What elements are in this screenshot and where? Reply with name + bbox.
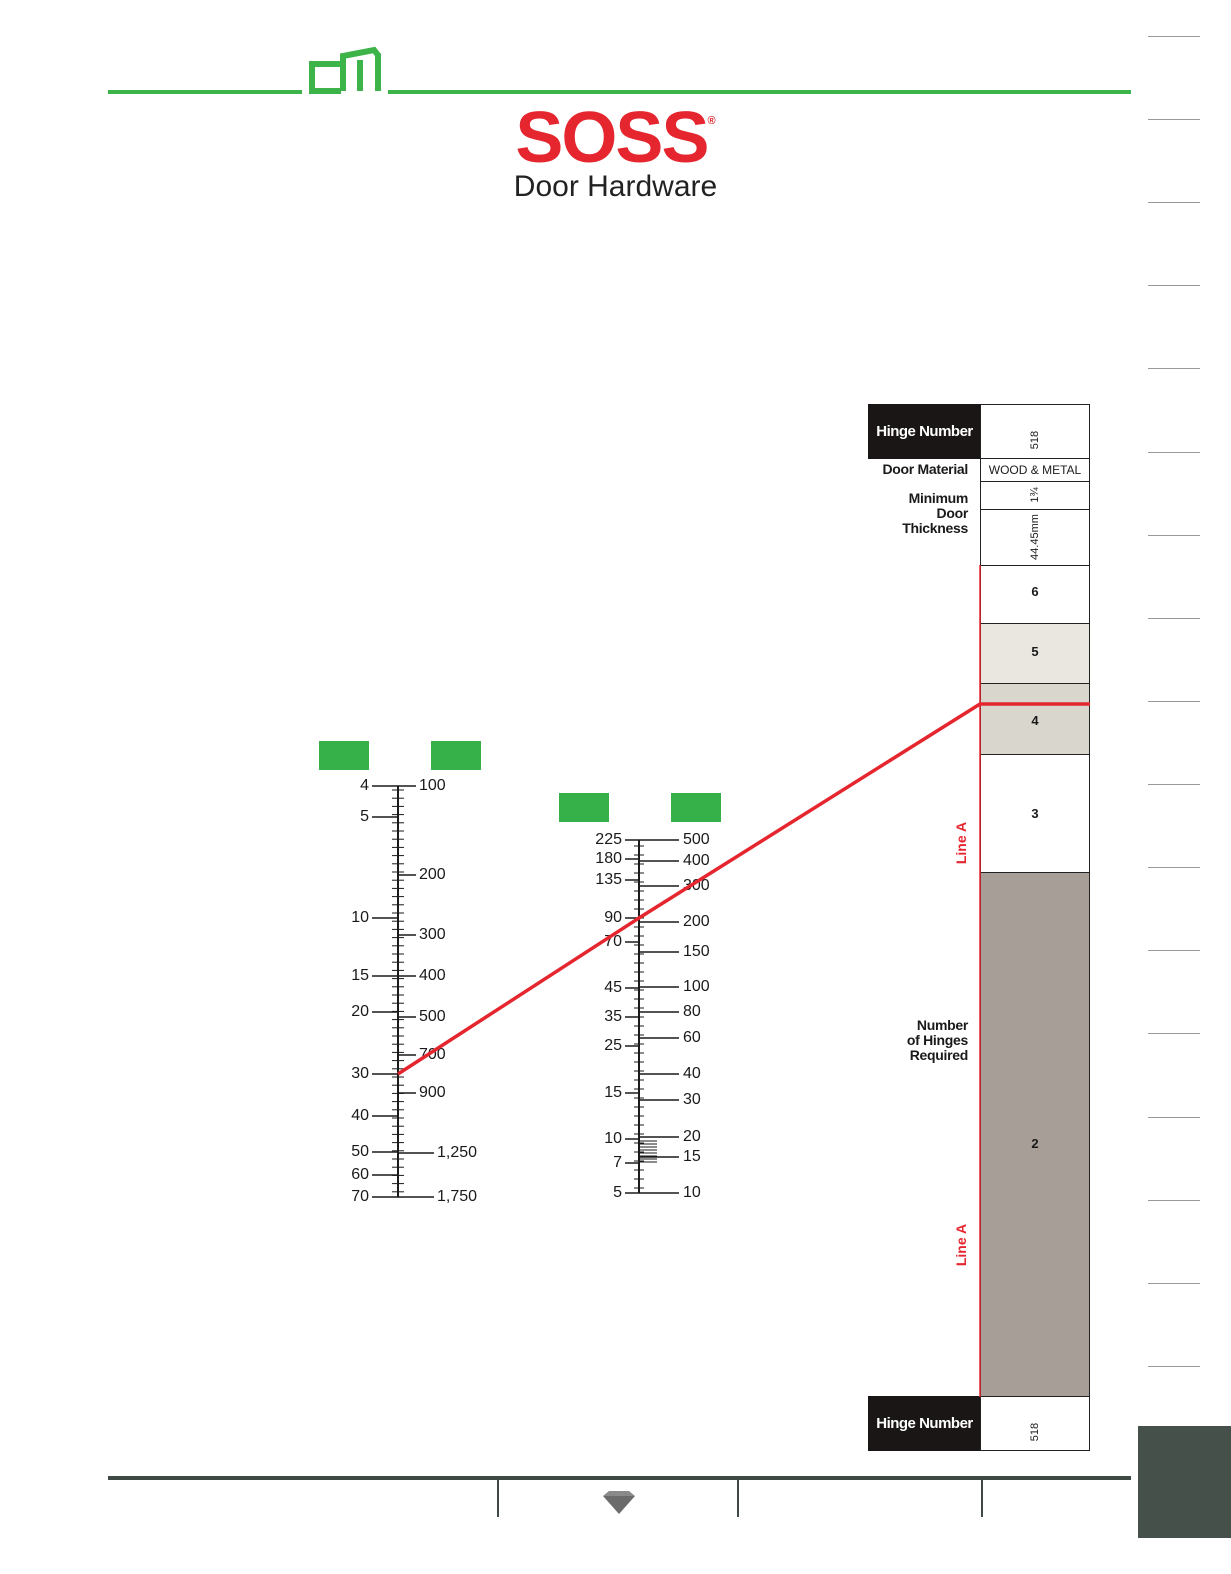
- band-3-label: 3: [1031, 806, 1039, 821]
- scale1-right-label: 400: [419, 967, 446, 984]
- band-2-label: 2: [1031, 1136, 1039, 1151]
- scale2-left-label: 45: [604, 979, 622, 996]
- band-6-label: 6: [1031, 584, 1039, 599]
- scale2-right-label: 20: [683, 1128, 701, 1145]
- scale2-right-label: 40: [683, 1065, 701, 1082]
- scale2-right-label: 60: [683, 1029, 701, 1046]
- scale1-right-label: 100: [419, 777, 446, 794]
- scale1-left-label: 30: [351, 1065, 369, 1082]
- scale1-left-label: 40: [351, 1107, 369, 1124]
- footer-divider-2: [737, 1480, 739, 1517]
- band-6: [980, 565, 1090, 624]
- band-5: [980, 623, 1090, 684]
- scale2-right-label: 30: [683, 1091, 701, 1108]
- scale1-right-label: 1,750: [437, 1188, 477, 1205]
- scale1-left-label: 50: [351, 1143, 369, 1160]
- line-a-label-upper: Line A: [953, 821, 970, 865]
- scale2-right-label: 150: [683, 943, 710, 960]
- header-rule-left: [108, 90, 302, 94]
- scale1-right-header: [431, 741, 481, 770]
- scale2-right-label: 200: [683, 913, 710, 930]
- scale1-right-label: 300: [419, 926, 446, 943]
- scale2-right-label: 15: [683, 1148, 701, 1165]
- scale2-right-label: 300: [683, 877, 710, 894]
- registered-mark: ®: [707, 115, 716, 127]
- hinges-required-label: Number of Hinges Required: [906, 1017, 968, 1063]
- min-thickness-mm-value: 44.45mm: [1029, 514, 1041, 560]
- scale1-right-label: 500: [419, 1008, 446, 1025]
- scale1-left-header: [319, 741, 369, 770]
- scale1-right-label: 900: [419, 1084, 446, 1101]
- scale2-left-label: 70: [604, 933, 622, 950]
- scale2-left-label: 15: [604, 1084, 622, 1101]
- footer-divider-3: [981, 1480, 983, 1517]
- footer-divider-1: [497, 1480, 499, 1517]
- hinge-number-value-top: 518: [1029, 430, 1041, 450]
- scale1-right-label: 1,250: [437, 1144, 477, 1161]
- scale2-left-label: 7: [613, 1154, 622, 1171]
- scale1-right-label: 200: [419, 866, 446, 883]
- scale1-left-label: 70: [351, 1188, 369, 1205]
- scale2-left-label: 5: [613, 1184, 622, 1201]
- scale2-right-label: 10: [683, 1184, 701, 1201]
- scale2-left-label: 180: [595, 850, 622, 867]
- band-4-label: 4: [1031, 713, 1039, 728]
- scale2-right-label: 500: [683, 831, 710, 848]
- scale2-right-header: [671, 793, 721, 822]
- scale2-left-label: 225: [595, 831, 622, 848]
- scale1-left-label: 10: [351, 909, 369, 926]
- scale1-left-label: 4: [360, 777, 369, 794]
- hinge-number-cell-bottom: [980, 1396, 1090, 1451]
- hinge-number-label-bottom: Hinge Number: [868, 1396, 981, 1451]
- door-material-label: Door Material: [882, 461, 968, 477]
- scale2-right-label: 80: [683, 1003, 701, 1020]
- scale1-left-label: 15: [351, 967, 369, 984]
- scale1-right-label: 700: [419, 1046, 446, 1063]
- scale1-left-label: 60: [351, 1166, 369, 1183]
- band-2: [980, 872, 1090, 1397]
- scale2-right-label: 100: [683, 978, 710, 995]
- scale2-left-header: [559, 793, 609, 822]
- scale1-left-label: 20: [351, 1003, 369, 1020]
- scale1-left-label: 5: [360, 808, 369, 825]
- brand-name: SOSS®: [515, 98, 716, 178]
- scale2-left-label: 25: [604, 1037, 622, 1054]
- hinge-number-label-top: Hinge Number: [868, 404, 981, 459]
- footer-rule: [108, 1476, 1131, 1480]
- scale2-left-label: 90: [604, 909, 622, 926]
- band-5-label: 5: [1031, 644, 1039, 659]
- header-rule-right: [388, 90, 1131, 94]
- hinge-number-value-bottom: 518: [1029, 1422, 1041, 1442]
- scale2-left-label: 10: [604, 1130, 622, 1147]
- min-thickness-label: Minimum Door Thickness: [902, 490, 968, 536]
- side-tab-active[interactable]: [1138, 1426, 1231, 1538]
- scale2-left-label: 135: [595, 871, 622, 888]
- line-a-label-lower: Line A: [953, 1223, 970, 1267]
- scale2-right-label: 400: [683, 852, 710, 869]
- scale2-left-label: 35: [604, 1008, 622, 1025]
- brand-subtitle: Door Hardware: [513, 170, 718, 203]
